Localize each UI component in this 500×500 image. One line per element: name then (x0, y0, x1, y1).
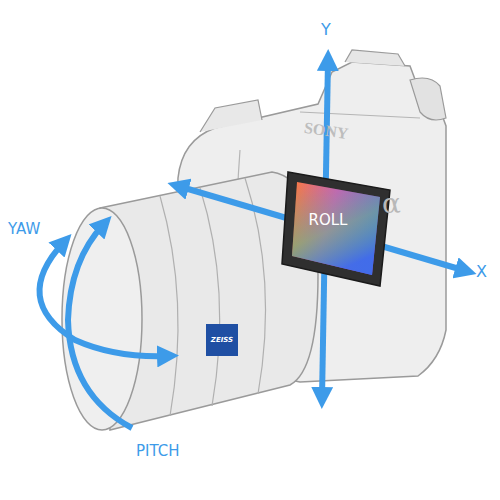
axis-label: Y (321, 22, 331, 38)
lens-ring (160, 196, 178, 416)
brand-logo: ZEISS (211, 337, 233, 344)
axis-label: YAW (8, 222, 40, 237)
sensor-surface-tint (292, 182, 380, 275)
image-sensor: ROLL (278, 168, 396, 290)
axis-label: PITCH (136, 444, 180, 459)
pitch-arrow (68, 224, 132, 428)
axis-label: X (476, 264, 487, 280)
body-edge (300, 112, 420, 118)
axis-name: ROLL (309, 213, 348, 228)
hot-shoe (345, 50, 405, 66)
top-dial (200, 100, 262, 132)
sensor-outline (278, 168, 396, 290)
brand-text: α (382, 190, 401, 218)
sensor-frame (282, 172, 390, 286)
lens-ring (200, 188, 220, 406)
lens-badge: ZEISS (206, 324, 238, 356)
brand-text: SONY (303, 120, 349, 142)
yaw-arrow (39, 242, 168, 356)
lens-front (62, 208, 142, 430)
sensor-surface (292, 182, 380, 275)
eyepiece (410, 78, 446, 120)
